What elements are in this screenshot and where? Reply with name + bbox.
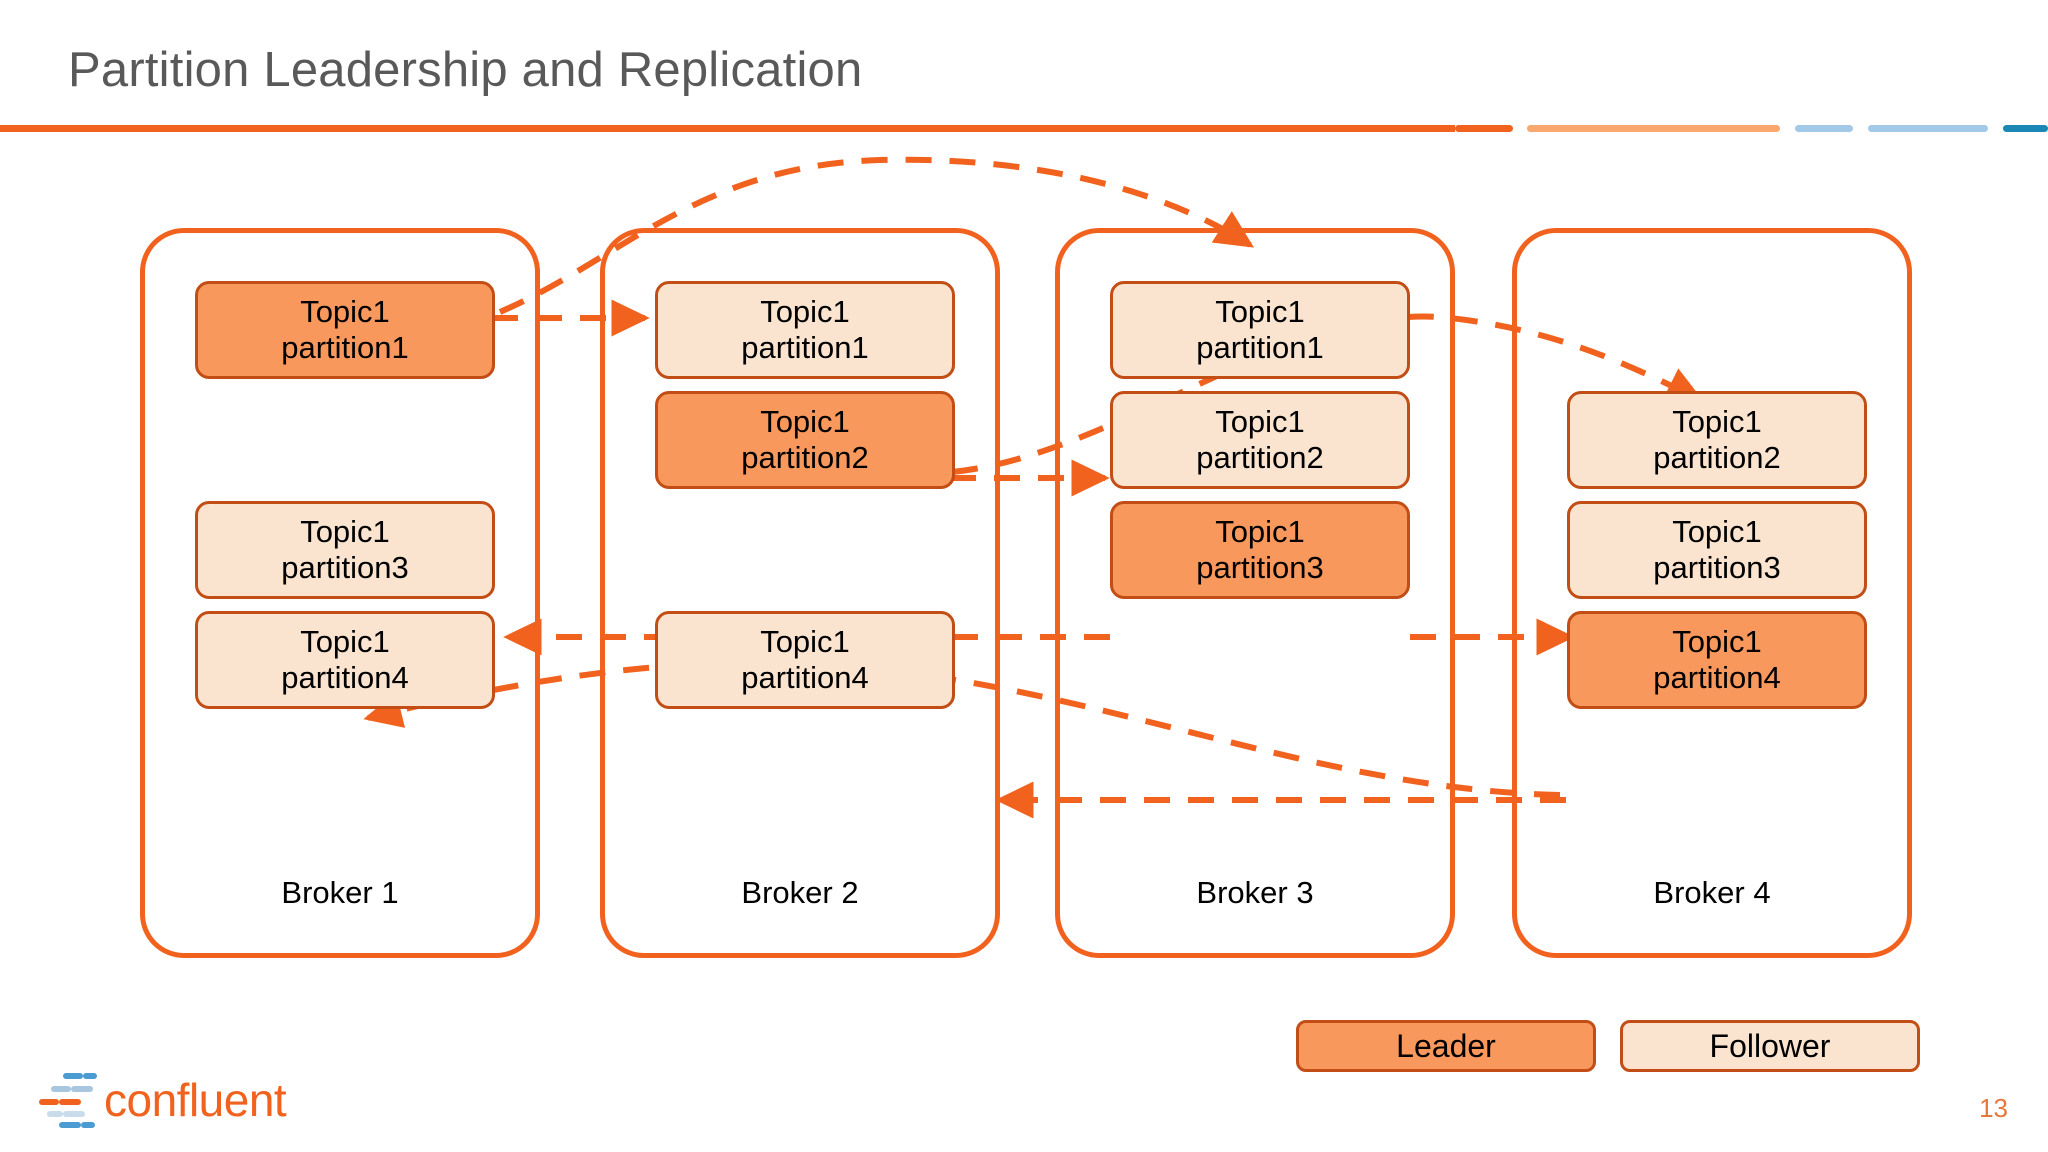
partition-topic-label: Topic1 (760, 404, 850, 440)
deco-dash-1 (1455, 125, 1513, 132)
partition-index-label: partition4 (1653, 660, 1781, 695)
partition-topic-label: Topic1 (300, 624, 390, 660)
partition-topic-label: Topic1 (1215, 514, 1305, 550)
legend-leader-chip: Leader (1296, 1020, 1596, 1072)
broker-label-broker-1: Broker 1 (281, 875, 399, 910)
broker-label-broker-4: Broker 4 (1653, 875, 1771, 910)
flow-p1-b1-to-b3 (498, 156, 1255, 315)
deco-dash-2 (1527, 125, 1780, 132)
deco-dash-5 (2003, 125, 2048, 132)
partition-topic-label: Topic1 (1672, 514, 1762, 550)
partition-index-label: partition3 (1196, 550, 1324, 585)
partition-topic-label: Topic1 (760, 294, 850, 330)
partition-index-label: partition2 (741, 440, 869, 475)
partition-topic-label: Topic1 (300, 514, 390, 550)
deco-dash-3 (1795, 125, 1853, 132)
legend-leader-label: Leader (1396, 1027, 1496, 1064)
partition-index-label: partition4 (741, 660, 869, 695)
partition-topic-label: Topic1 (1215, 294, 1305, 330)
svg-text:confluent: confluent (104, 1074, 287, 1126)
deco-dash-4 (1868, 125, 1988, 132)
title-underline-rule (0, 125, 1455, 132)
broker-label-broker-3: Broker 3 (1196, 875, 1314, 910)
page-title: Partition Leadership and Replication (68, 43, 863, 97)
partition-index-label: partition2 (1653, 440, 1781, 475)
partition-index-label: partition3 (281, 550, 409, 585)
legend-follower-label: Follower (1709, 1027, 1831, 1064)
partition-topic-label: Topic1 (760, 624, 850, 660)
partition-index-label: partition1 (281, 330, 409, 365)
partition-index-label: partition1 (741, 330, 869, 365)
confluent-logo: confluent (39, 1073, 287, 1128)
flow-p2-b2-to-b4 (951, 313, 1705, 475)
partition-topic-label: Topic1 (1215, 404, 1305, 440)
partition-topic-label: Topic1 (1672, 624, 1762, 660)
legend-follower-chip: Follower (1620, 1020, 1920, 1072)
partition-index-label: partition1 (1196, 330, 1324, 365)
flow-p4-b4-to-b1 (363, 660, 1561, 798)
partition-topic-label: Topic1 (1672, 404, 1762, 440)
page-number: 13 (1979, 1093, 2008, 1123)
partition-index-label: partition3 (1653, 550, 1781, 585)
broker-label-broker-2: Broker 2 (741, 875, 859, 910)
partition-index-label: partition2 (1196, 440, 1324, 475)
partition-topic-label: Topic1 (300, 294, 390, 330)
partition-index-label: partition4 (281, 660, 409, 695)
